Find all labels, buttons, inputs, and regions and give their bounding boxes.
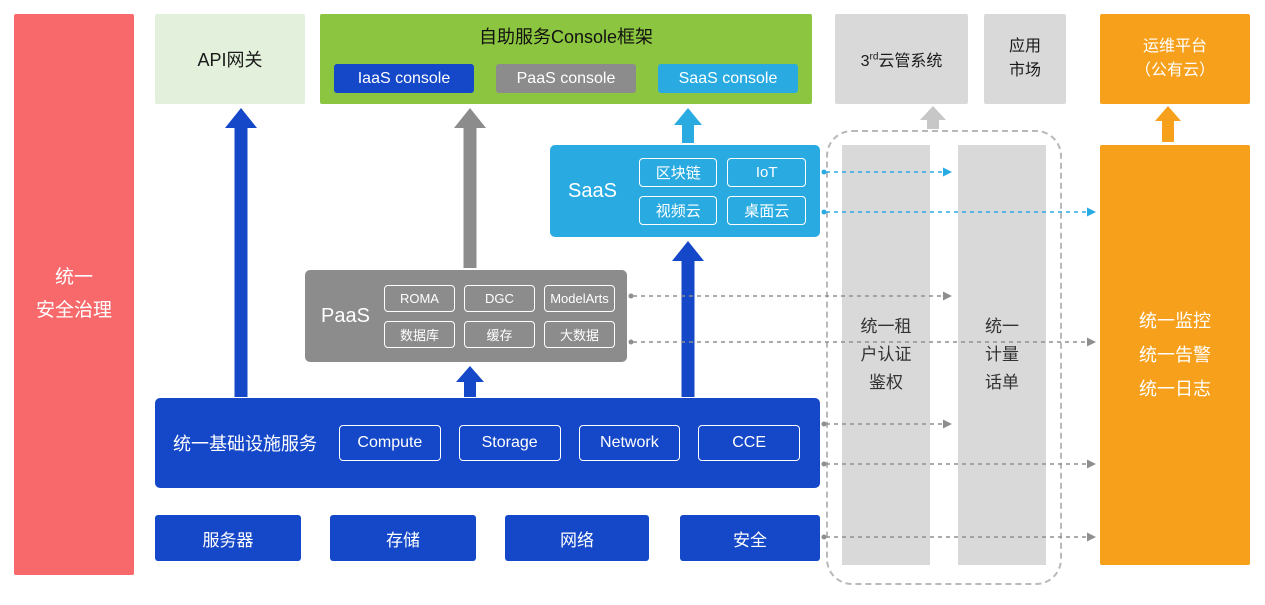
hardware-storage-box: 存储 bbox=[330, 515, 476, 561]
saas-item-video-cloud: 视频云 bbox=[638, 195, 718, 225]
monitoring-box: 统一监控 统一告警 统一日志 bbox=[1100, 145, 1250, 565]
third-party-sup: rd bbox=[869, 51, 879, 63]
flow-arrow bbox=[674, 108, 702, 143]
connector-arrowhead bbox=[1087, 207, 1096, 217]
hardware-security-box: 安全 bbox=[680, 515, 820, 561]
saas-box: SaaS 区块链 IoT 视频云 桌面云 bbox=[550, 145, 820, 237]
console-framework-title: 自助服务Console框架 bbox=[478, 27, 654, 47]
paas-console-button: PaaS console bbox=[496, 64, 636, 93]
flow-arrow bbox=[672, 241, 704, 397]
infra-item-cce: CCE bbox=[698, 425, 800, 461]
app-market-box: 应用 市场 bbox=[984, 14, 1066, 104]
api-gateway-label: API网关 bbox=[197, 50, 263, 70]
paas-item-database: 数据库 bbox=[383, 320, 455, 348]
paas-items-grid: ROMA DGC ModelArts 数据库 缓存 大数据 bbox=[383, 284, 615, 348]
connector-arrowhead bbox=[1087, 459, 1096, 469]
api-gateway-box: API网关 bbox=[155, 14, 305, 104]
monitoring-label: 统一监控 统一告警 统一日志 bbox=[1139, 310, 1211, 400]
saas-console-button: SaaS console bbox=[658, 64, 798, 93]
saas-item-iot: IoT bbox=[727, 157, 806, 187]
infra-item-storage: Storage bbox=[458, 425, 561, 461]
connector-start-dot bbox=[628, 293, 634, 299]
third-party-prefix: 3 bbox=[860, 53, 870, 70]
infra-item-network: Network bbox=[578, 425, 681, 461]
infra-item-compute: Compute bbox=[339, 425, 441, 461]
flow-arrow bbox=[920, 106, 946, 129]
flow-arrow bbox=[225, 108, 257, 397]
infrastructure-box: 统一基础设施服务 Compute Storage Network CCE bbox=[155, 398, 820, 488]
tenant-auth-label: 统一租 户认证 鉴权 bbox=[860, 316, 912, 393]
console-buttons-row: IaaS console PaaS console SaaS console bbox=[334, 64, 798, 93]
third-party-cloud-label: 3rd云管系统 bbox=[861, 47, 943, 71]
paas-item-modelarts: ModelArts bbox=[543, 284, 615, 312]
paas-item-cache: 缓存 bbox=[463, 320, 535, 348]
connector-arrowhead bbox=[1087, 337, 1096, 347]
paas-item-roma: ROMA bbox=[383, 284, 455, 312]
third-party-cloud-box: 3rd云管系统 bbox=[835, 14, 968, 104]
app-market-label: 应用 市场 bbox=[1008, 38, 1041, 79]
saas-items-grid: 区块链 IoT 视频云 桌面云 bbox=[638, 157, 806, 225]
connector-arrowhead bbox=[1087, 532, 1096, 542]
tenant-auth-pillar: 统一租 户认证 鉴权 bbox=[842, 145, 930, 565]
hardware-server-box: 服务器 bbox=[155, 515, 301, 561]
connector-start-dot bbox=[628, 339, 634, 345]
infrastructure-label: 统一基础设施服务 bbox=[173, 434, 317, 454]
paas-item-bigdata: 大数据 bbox=[543, 320, 615, 348]
third-party-rest: 云管系统 bbox=[878, 53, 943, 70]
flow-arrow bbox=[456, 366, 484, 397]
security-governance-label: 统一 安全治理 bbox=[35, 267, 112, 321]
flow-arrow bbox=[1155, 106, 1181, 142]
infrastructure-items-row: Compute Storage Network CCE bbox=[339, 425, 800, 461]
flow-arrow bbox=[454, 108, 486, 268]
security-governance-bar: 统一 安全治理 bbox=[14, 14, 134, 575]
iaas-console-button: IaaS console bbox=[334, 64, 474, 93]
saas-item-blockchain: 区块链 bbox=[638, 157, 718, 187]
metering-label: 统一 计量 话单 bbox=[985, 316, 1019, 393]
ops-platform-box: 运维平台 （公有云） bbox=[1100, 14, 1250, 104]
metering-pillar: 统一 计量 话单 bbox=[958, 145, 1046, 565]
ops-platform-label: 运维平台 （公有云） bbox=[1134, 38, 1215, 79]
paas-box: PaaS ROMA DGC ModelArts 数据库 缓存 大数据 bbox=[305, 270, 627, 362]
paas-label: PaaS bbox=[321, 304, 370, 327]
console-framework-box: 自助服务Console框架 IaaS console PaaS console … bbox=[320, 14, 812, 104]
hardware-network-box: 网络 bbox=[505, 515, 649, 561]
saas-label: SaaS bbox=[568, 179, 617, 202]
paas-item-dgc: DGC bbox=[463, 284, 535, 312]
shared-services-dashed-frame bbox=[826, 130, 1062, 585]
saas-item-desktop-cloud: 桌面云 bbox=[727, 195, 806, 225]
